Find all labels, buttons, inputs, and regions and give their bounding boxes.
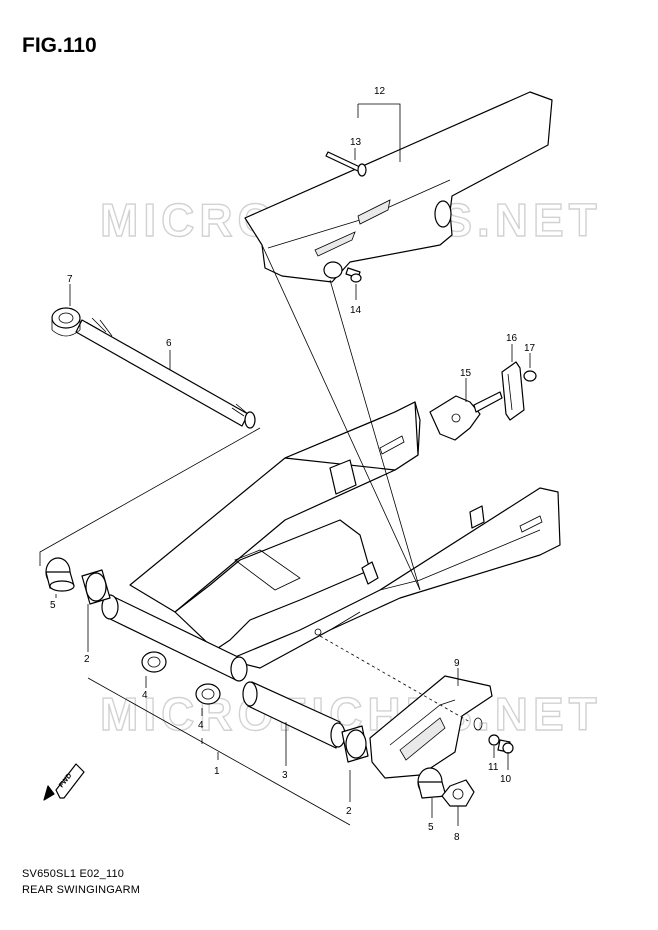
chain-adjuster: [429, 391, 503, 441]
callout-5-right: 5: [428, 822, 434, 833]
spacer-tube: [242, 681, 346, 749]
chain-case-screw: [345, 267, 362, 283]
callout-9: 9: [454, 658, 460, 669]
bearing-right: [341, 725, 369, 763]
chain-case: [244, 91, 553, 283]
callout-16: 16: [506, 333, 518, 344]
swingarm-body: [129, 401, 561, 669]
callout-11: 11: [488, 762, 499, 773]
callout-2-left: 2: [84, 654, 90, 665]
rivet: [325, 151, 367, 177]
bearing-left: [81, 569, 111, 605]
adjuster-nut: [523, 370, 537, 382]
bolt: [497, 739, 514, 754]
figure-title: FIG.110: [22, 34, 97, 57]
callout-17: 17: [524, 343, 536, 354]
callout-1: 1: [214, 766, 220, 777]
callout-8: 8: [454, 832, 460, 843]
pivot-nut: [51, 307, 81, 337]
callout-14: 14: [350, 305, 362, 316]
pivot-shaft: [75, 317, 256, 429]
pivot-tube-assembly: [101, 594, 248, 682]
callout-13: 13: [350, 137, 362, 148]
adjuster-plate: [501, 361, 525, 421]
callout-15: 15: [460, 368, 472, 379]
callout-10: 10: [500, 774, 512, 785]
needle-bearing-lower: [195, 683, 221, 705]
collar-left: [45, 557, 75, 592]
callout-2-right: 2: [346, 806, 352, 817]
callout-6: 6: [166, 338, 172, 349]
callout-4-lower: 4: [198, 720, 204, 731]
callout-3: 3: [282, 770, 288, 781]
figure-name: REAR SWINGINGARM: [22, 884, 141, 896]
callout-7: 7: [67, 274, 73, 285]
callout-5-left: 5: [50, 600, 56, 611]
washer: [488, 734, 500, 746]
callout-4-upper: 4: [142, 690, 148, 701]
hex-nut: [441, 779, 475, 807]
forward-arrow-icon: FWD: [43, 763, 85, 801]
collar-right: [417, 767, 447, 799]
needle-bearing-upper: [141, 651, 167, 673]
leader-lines: [39, 103, 531, 826]
figure-code: SV650SL1 E02_110: [22, 868, 125, 880]
callout-12: 12: [374, 86, 386, 97]
callout-labels: 12 13 14 7 6 16 17 15 5 2 4 4 1 3 2 9 11…: [50, 86, 536, 843]
